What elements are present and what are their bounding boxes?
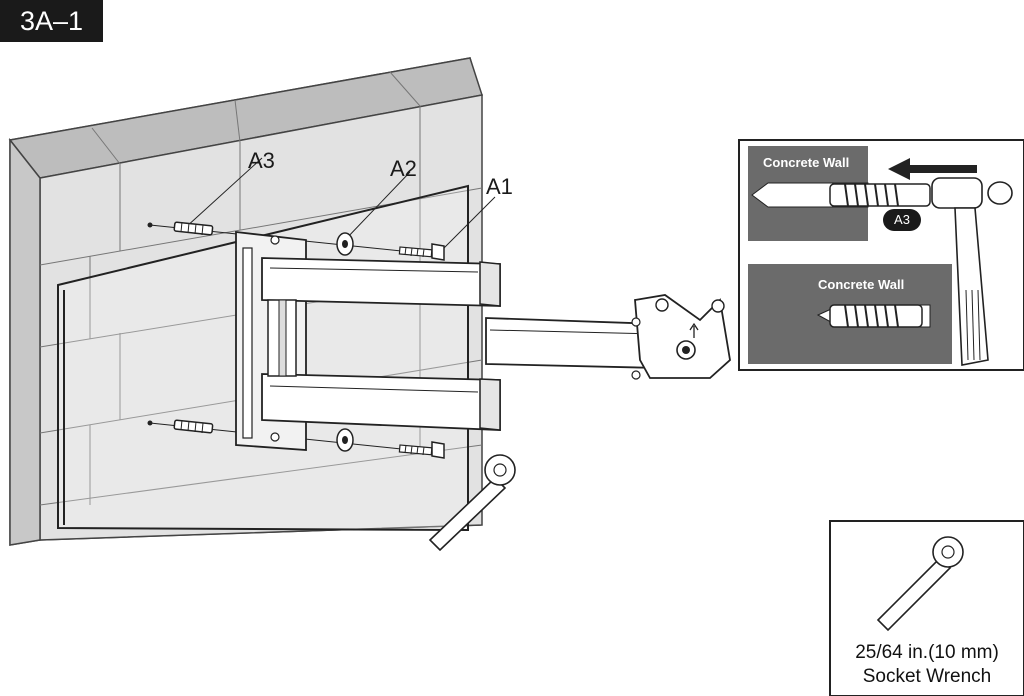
- inset-badge-a3: A3: [883, 209, 921, 231]
- drill-hole-bottom: [147, 420, 153, 426]
- hinge-column: [267, 299, 297, 377]
- washer-a2-top: [336, 232, 354, 256]
- part-label-a3: A3: [248, 148, 275, 173]
- drill-hole-top: [147, 222, 153, 228]
- part-label-a1: A1: [486, 174, 513, 199]
- part-label-a2: A2: [390, 156, 417, 181]
- tilt-bracket: [631, 294, 731, 380]
- lag-bolt-a1-bottom: [398, 441, 445, 459]
- step-label: 3A–1: [0, 0, 103, 42]
- inset-top-title: Concrete Wall: [763, 155, 850, 170]
- direction-arrow-icon: [888, 158, 977, 180]
- tool-box: [829, 520, 1024, 696]
- concrete-wall-inset: [738, 139, 1024, 371]
- tool-size: 25/64 in.(10 mm): [855, 642, 999, 663]
- upper-arm: [261, 257, 501, 307]
- lower-arm: [261, 373, 501, 431]
- hammer-icon: [931, 177, 1013, 366]
- socket-wrench-tool-icon: [876, 536, 964, 632]
- lag-bolt-a1-top: [398, 243, 445, 261]
- tool-name: Socket Wrench: [862, 666, 992, 687]
- washer-a2-bottom: [336, 428, 354, 452]
- inset-bottom-title: Concrete Wall: [818, 277, 905, 292]
- socket-wrench-icon: [428, 454, 516, 552]
- anchor-a3-top: [173, 221, 214, 236]
- anchor-a3-bottom: [173, 419, 214, 434]
